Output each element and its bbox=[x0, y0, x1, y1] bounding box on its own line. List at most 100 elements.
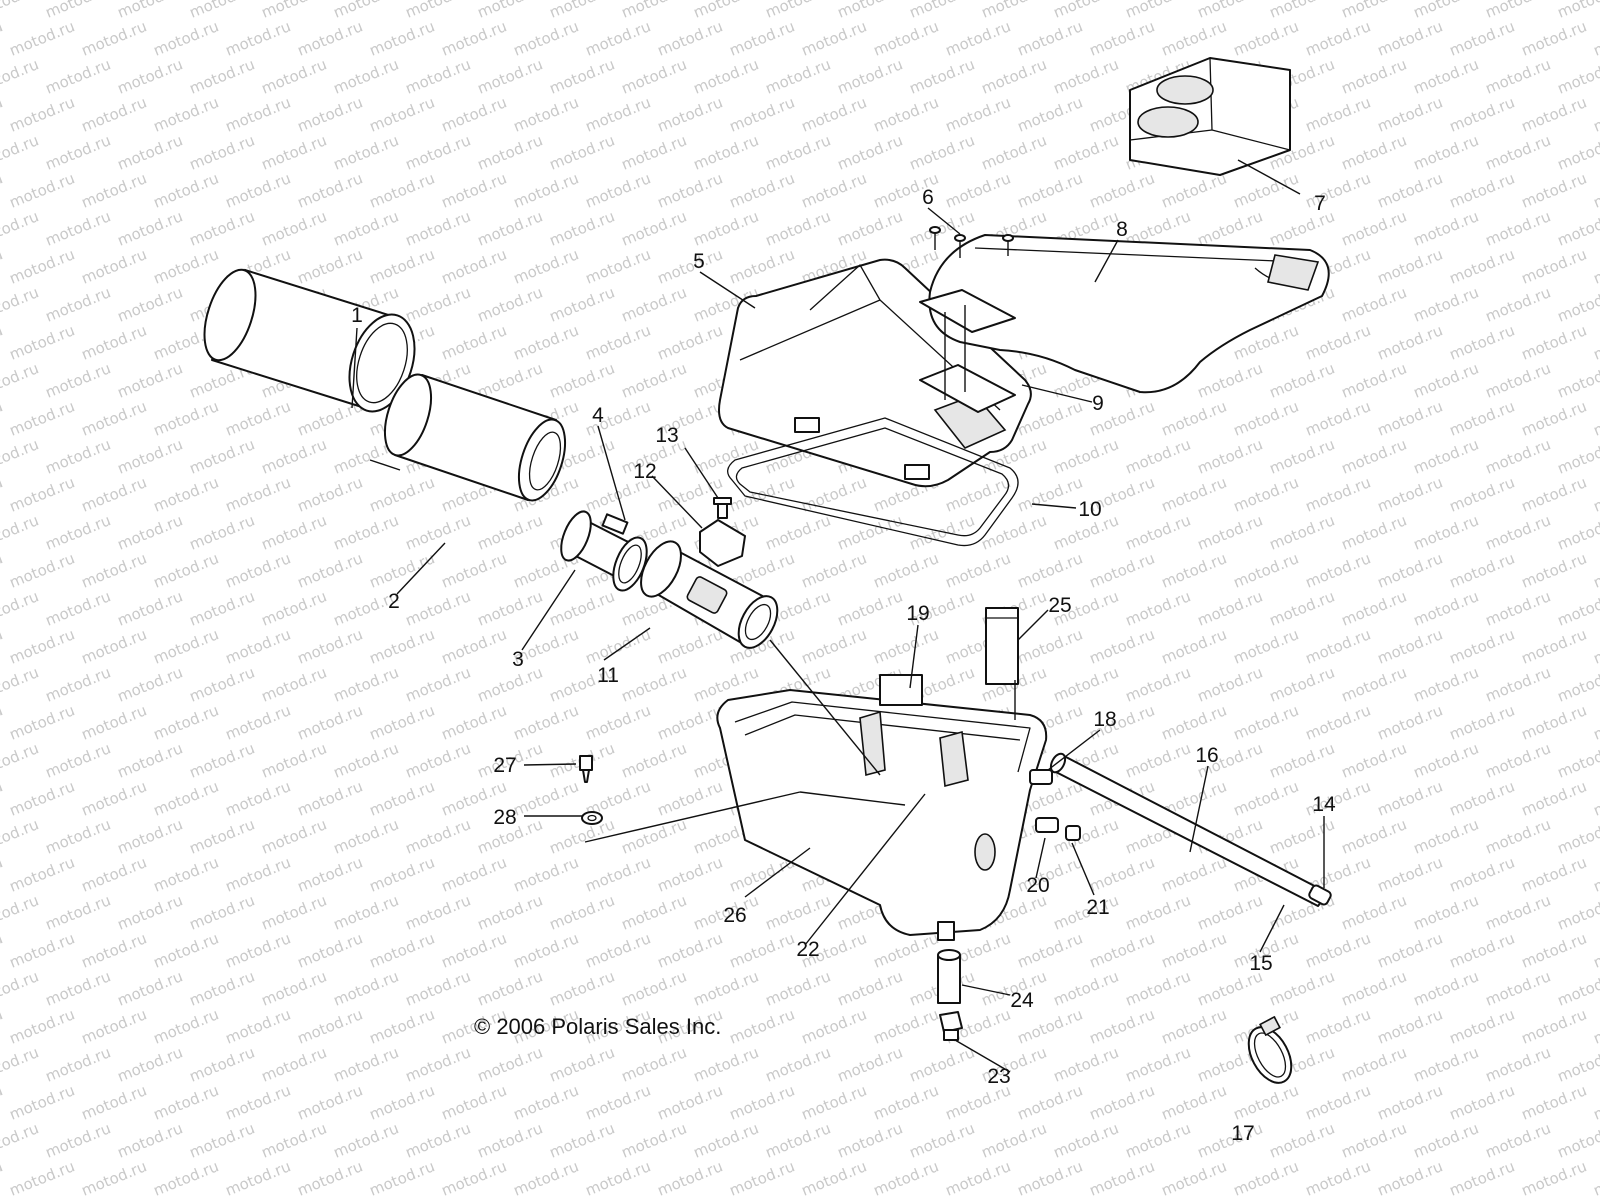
watermark-text: motod.ru bbox=[1339, 1043, 1410, 1085]
watermark-text: motod.ru bbox=[43, 131, 114, 173]
watermark-text: motod.ru bbox=[1447, 17, 1518, 59]
watermark-text: motod.ru bbox=[223, 1157, 294, 1199]
watermark-text: motod.ru bbox=[295, 245, 366, 287]
watermark-text: motod.ru bbox=[547, 359, 618, 401]
watermark-text: motod.ru bbox=[187, 891, 258, 933]
watermark-text: motod.ru bbox=[7, 701, 78, 743]
watermark-text: motod.ru bbox=[1303, 929, 1374, 971]
watermark-text: motod.ru bbox=[1159, 853, 1230, 895]
watermark-text: motod.ru bbox=[475, 967, 546, 1009]
watermark-text: motod.ru bbox=[43, 435, 114, 477]
watermark-text: motod.ru bbox=[1087, 929, 1158, 971]
watermark-text: motod.ru bbox=[1555, 1043, 1600, 1085]
watermark-text: motod.ru bbox=[1447, 1005, 1518, 1047]
watermark-text: motod.ru bbox=[187, 587, 258, 629]
watermark-text: motod.ru bbox=[799, 625, 870, 667]
watermark-text: motod.ru bbox=[1303, 93, 1374, 135]
watermark-text: motod.ru bbox=[1519, 1005, 1590, 1047]
watermark-text: motod.ru bbox=[583, 701, 654, 743]
watermark-text: motod.ru bbox=[1015, 473, 1086, 515]
watermark-text: motod.ru bbox=[403, 1195, 474, 1200]
watermark-text: motod.ru bbox=[1375, 625, 1446, 667]
watermark-text: motod.ru bbox=[1555, 663, 1600, 705]
watermark-text: motod.ru bbox=[331, 511, 402, 553]
watermark-text: motod.ru bbox=[547, 1119, 618, 1161]
watermark-text: motod.ru bbox=[1087, 1081, 1158, 1123]
watermark-text: motod.ru bbox=[835, 587, 906, 629]
watermark-text: motod.ru bbox=[1339, 1119, 1410, 1161]
watermark-text: motod.ru bbox=[475, 587, 546, 629]
watermark-text: motod.ru bbox=[547, 967, 618, 1009]
watermark-text: motod.ru bbox=[1123, 967, 1194, 1009]
watermark-text: motod.ru bbox=[619, 739, 690, 781]
watermark-text: motod.ru bbox=[403, 207, 474, 249]
watermark-text: motod.ru bbox=[115, 511, 186, 553]
watermark-text: motod.ru bbox=[1267, 0, 1338, 22]
watermark-text: motod.ru bbox=[259, 207, 330, 249]
watermark-text: motod.ru bbox=[763, 131, 834, 173]
callout-10: 10 bbox=[1078, 498, 1101, 521]
watermark-text: motod.ru bbox=[1411, 283, 1482, 325]
watermark-text: motod.ru bbox=[1447, 549, 1518, 591]
watermark-text: motod.ru bbox=[799, 93, 870, 135]
watermark-text: motod.ru bbox=[79, 1157, 150, 1199]
watermark-text: motod.ru bbox=[1303, 549, 1374, 591]
watermark-text: motod.ru bbox=[439, 929, 510, 971]
watermark-text: motod.ru bbox=[0, 891, 41, 933]
watermark-text: motod.ru bbox=[7, 321, 78, 363]
watermark-text: motod.ru bbox=[1447, 93, 1518, 135]
callout-9: 9 bbox=[1092, 392, 1104, 415]
watermark-text: motod.ru bbox=[1231, 17, 1302, 59]
watermark-text: motod.ru bbox=[367, 777, 438, 819]
watermark-text: motod.ru bbox=[1555, 1195, 1600, 1200]
watermark-text: motod.ru bbox=[151, 777, 222, 819]
watermark-text: motod.ru bbox=[259, 1043, 330, 1085]
watermark-text: motod.ru bbox=[43, 815, 114, 857]
part-air-filter bbox=[383, 373, 567, 502]
watermark-text: motod.ru bbox=[115, 1043, 186, 1085]
watermark-text: motod.ru bbox=[43, 55, 114, 97]
watermark-text: motod.ru bbox=[1447, 625, 1518, 667]
watermark-text: motod.ru bbox=[223, 853, 294, 895]
watermark-text: motod.ru bbox=[1195, 1195, 1266, 1200]
watermark-text: motod.ru bbox=[1195, 587, 1266, 629]
watermark-text: motod.ru bbox=[691, 0, 762, 22]
watermark-text: motod.ru bbox=[547, 891, 618, 933]
watermark-text: motod.ru bbox=[1555, 587, 1600, 629]
watermark-text: motod.ru bbox=[871, 93, 942, 135]
watermark-text: motod.ru bbox=[583, 245, 654, 287]
watermark-text: motod.ru bbox=[583, 929, 654, 971]
watermark-text: motod.ru bbox=[79, 17, 150, 59]
watermark-text: motod.ru bbox=[1051, 1119, 1122, 1161]
watermark-text: motod.ru bbox=[403, 739, 474, 781]
watermark-text: motod.ru bbox=[763, 1043, 834, 1085]
watermark-text: motod.ru bbox=[0, 1005, 5, 1047]
watermark-text: motod.ru bbox=[7, 625, 78, 667]
watermark-text: motod.ru bbox=[1051, 55, 1122, 97]
watermark-text: motod.ru bbox=[331, 663, 402, 705]
watermark-text: motod.ru bbox=[7, 777, 78, 819]
watermark-text: motod.ru bbox=[619, 1043, 690, 1085]
watermark-text: motod.ru bbox=[115, 283, 186, 325]
watermark-text: motod.ru bbox=[115, 435, 186, 477]
watermark-text: motod.ru bbox=[511, 321, 582, 363]
callout-2: 2 bbox=[388, 590, 400, 613]
watermark-text: motod.ru bbox=[871, 625, 942, 667]
watermark-text: motod.ru bbox=[295, 17, 366, 59]
watermark-text: motod.ru bbox=[1123, 663, 1194, 705]
watermark-text: motod.ru bbox=[1375, 169, 1446, 211]
watermark-text: motod.ru bbox=[0, 1081, 5, 1123]
watermark-text: motod.ru bbox=[259, 1119, 330, 1161]
watermark-text: motod.ru bbox=[835, 0, 906, 22]
watermark-text: motod.ru bbox=[943, 169, 1014, 211]
watermark-text: motod.ru bbox=[583, 1081, 654, 1123]
watermark-text: motod.ru bbox=[1555, 739, 1600, 781]
callout-12: 12 bbox=[633, 460, 656, 483]
watermark-text: motod.ru bbox=[1591, 701, 1600, 743]
watermark-text: motod.ru bbox=[1231, 625, 1302, 667]
watermark-text: motod.ru bbox=[1483, 283, 1554, 325]
watermark-text: motod.ru bbox=[115, 663, 186, 705]
watermark-text: motod.ru bbox=[763, 891, 834, 933]
watermark-text: motod.ru bbox=[583, 625, 654, 667]
watermark-text: motod.ru bbox=[727, 1005, 798, 1047]
